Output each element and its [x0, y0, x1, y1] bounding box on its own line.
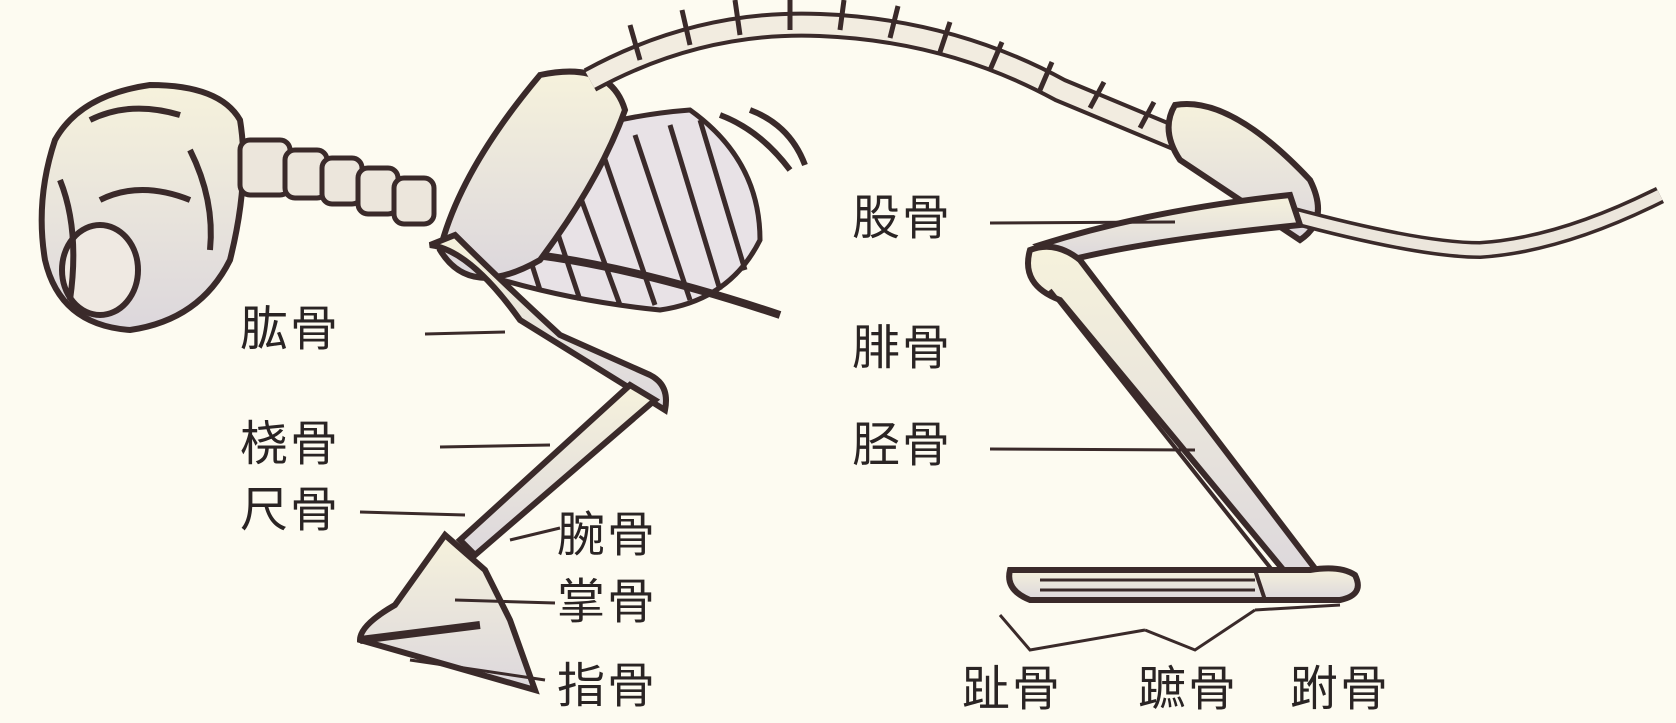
label-radius: 桡骨	[240, 420, 340, 468]
label-fibula: 腓骨	[852, 324, 952, 372]
label-metatarsals: 蹠骨	[1138, 665, 1238, 713]
label-phalanges-hind: 趾骨	[962, 665, 1062, 713]
tibia-leader	[990, 449, 1195, 450]
phalanges-hind-leader	[1000, 615, 1145, 650]
femur-leader	[990, 222, 1175, 223]
hind-leg	[1009, 195, 1358, 600]
tarsals-leader	[1255, 605, 1340, 610]
cervical-vertebrae	[240, 140, 434, 224]
label-tarsals: 跗骨	[1290, 665, 1390, 713]
label-metacarpals: 掌骨	[557, 578, 657, 626]
label-phalanges-front: 指骨	[557, 662, 657, 710]
metatarsals-leader	[1145, 610, 1255, 650]
label-humerus: 肱骨	[240, 305, 340, 353]
skull	[42, 85, 244, 330]
tail	[1290, 195, 1660, 250]
humerus-leader	[425, 332, 505, 334]
label-ulna: 尺骨	[240, 486, 340, 534]
label-femur: 股骨	[852, 194, 952, 242]
carpals-leader	[510, 528, 560, 540]
label-tibia: 胫骨	[852, 421, 952, 469]
label-carpals: 腕骨	[557, 511, 657, 559]
ulna-leader	[360, 512, 465, 515]
radius-leader	[440, 445, 550, 447]
